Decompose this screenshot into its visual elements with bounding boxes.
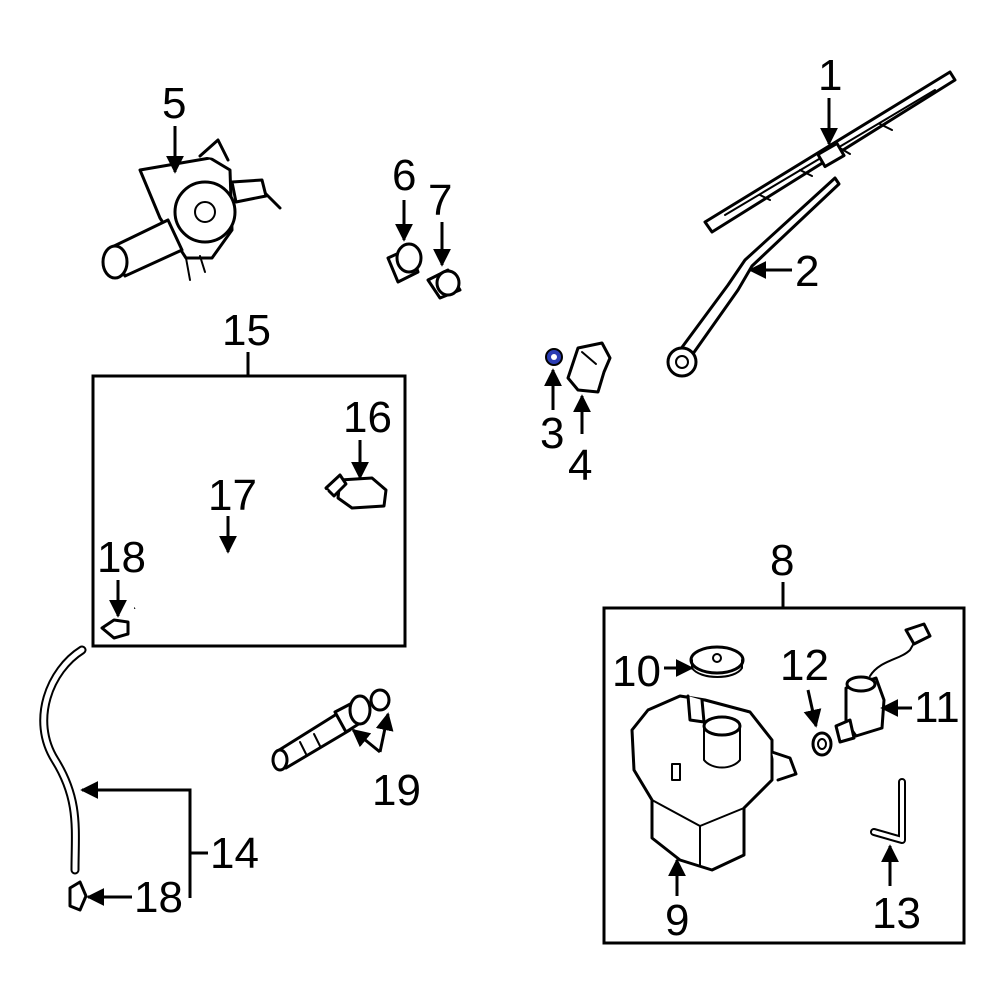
leader-14 xyxy=(80,781,192,898)
callout-10: 10 xyxy=(612,647,661,696)
callout-2: 2 xyxy=(795,247,819,296)
pump-grommet-part[interactable] xyxy=(811,731,833,757)
washer-hose-part[interactable] xyxy=(134,489,328,610)
callout-6: 6 xyxy=(392,151,416,200)
reservoir-assembly-box xyxy=(602,606,966,945)
callout-19: 19 xyxy=(372,766,421,815)
leader-12 xyxy=(803,689,822,728)
callout-18-upper: 18 xyxy=(97,533,146,582)
filler-cap-part[interactable] xyxy=(689,645,745,678)
connector-part[interactable] xyxy=(324,473,388,510)
callout-3: 3 xyxy=(540,409,564,458)
callout-16: 16 xyxy=(343,393,392,442)
callout-1: 1 xyxy=(818,51,842,100)
hose-fitting-upper-part[interactable] xyxy=(100,618,130,640)
wiper-arm-part[interactable] xyxy=(666,176,841,378)
callout-18-lower: 18 xyxy=(134,873,183,922)
cap-part[interactable] xyxy=(566,341,612,394)
leader-19b xyxy=(375,712,394,753)
callout-15: 15 xyxy=(222,306,271,355)
callout-7: 7 xyxy=(428,176,452,225)
wiper-motor-part[interactable] xyxy=(101,138,282,281)
callout-17: 17 xyxy=(208,471,257,520)
tube-part[interactable] xyxy=(870,778,906,844)
callout-12: 12 xyxy=(780,641,829,690)
reservoir-tank-part[interactable] xyxy=(630,694,798,872)
nut-part[interactable] xyxy=(545,348,563,366)
callout-14: 14 xyxy=(210,829,259,878)
callout-5: 5 xyxy=(162,79,186,128)
leader-19a xyxy=(351,728,381,754)
callout-8: 8 xyxy=(770,536,794,585)
callout-9: 9 xyxy=(665,896,689,945)
callout-11: 11 xyxy=(914,683,960,732)
grommet-part[interactable] xyxy=(386,242,423,284)
long-hose-part[interactable] xyxy=(39,645,87,875)
washer-pump-part[interactable] xyxy=(834,622,932,744)
nozzle-part[interactable] xyxy=(271,688,391,772)
wiper-blade-part[interactable] xyxy=(703,70,957,234)
hose-assembly-box xyxy=(91,374,407,648)
bushing-part[interactable] xyxy=(426,268,462,300)
callout-13: 13 xyxy=(872,889,921,938)
hose-fitting-lower-part[interactable] xyxy=(68,880,88,912)
callout-4: 4 xyxy=(568,441,592,490)
